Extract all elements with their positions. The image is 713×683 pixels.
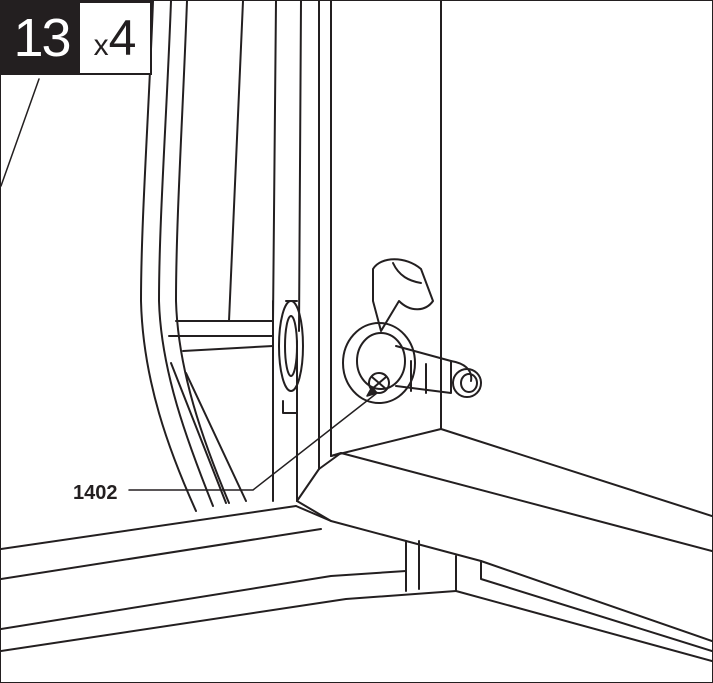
part-1402-leader <box>128 392 378 491</box>
quantity-prefix: x <box>93 29 109 62</box>
part-1402-arrow <box>366 386 378 397</box>
step-number: 13 <box>3 3 80 73</box>
hinge-pin-assembly <box>342 258 482 404</box>
left-hinge <box>278 300 304 414</box>
base-frame <box>1 505 712 662</box>
quantity-value: 4 <box>108 10 137 66</box>
step-quantity: x4 <box>80 3 150 73</box>
step-indicator: 13 x4 <box>1 1 152 75</box>
door-panel <box>296 1 712 552</box>
step-leader <box>1 78 40 187</box>
leader-lines <box>1 78 378 491</box>
left-panel <box>140 1 302 512</box>
part-label-1402: 1402 <box>73 482 118 504</box>
